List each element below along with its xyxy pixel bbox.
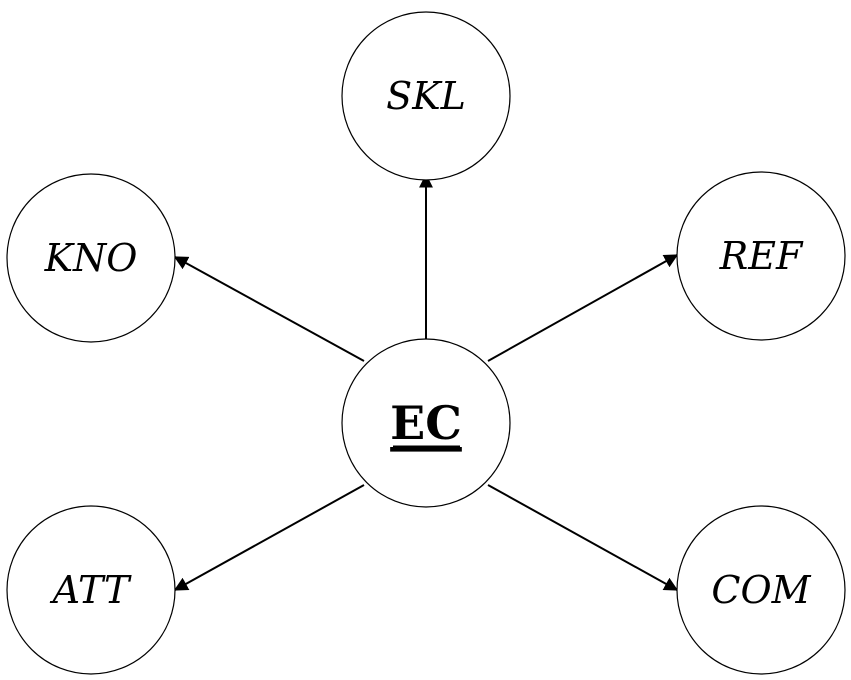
node-ref-label: REF <box>719 234 804 278</box>
arrow-ec-to-ref <box>487 254 679 362</box>
arrow-ec-to-kno <box>173 256 365 362</box>
node-ref: REF <box>676 171 846 341</box>
arrow-ec-to-com <box>487 484 679 591</box>
node-att-label: ATT <box>50 568 132 612</box>
arrow-ec-to-att <box>173 484 365 591</box>
node-skl: SKL <box>341 11 511 181</box>
node-kno: KNO <box>6 173 176 343</box>
node-com: COM <box>676 505 846 675</box>
node-skl-label: SKL <box>386 74 466 118</box>
node-ec-label: EC <box>390 396 462 450</box>
node-kno-label: KNO <box>44 236 138 280</box>
node-att: ATT <box>6 505 176 675</box>
node-ec-center: EC <box>341 338 511 508</box>
node-com-label: COM <box>711 568 811 612</box>
